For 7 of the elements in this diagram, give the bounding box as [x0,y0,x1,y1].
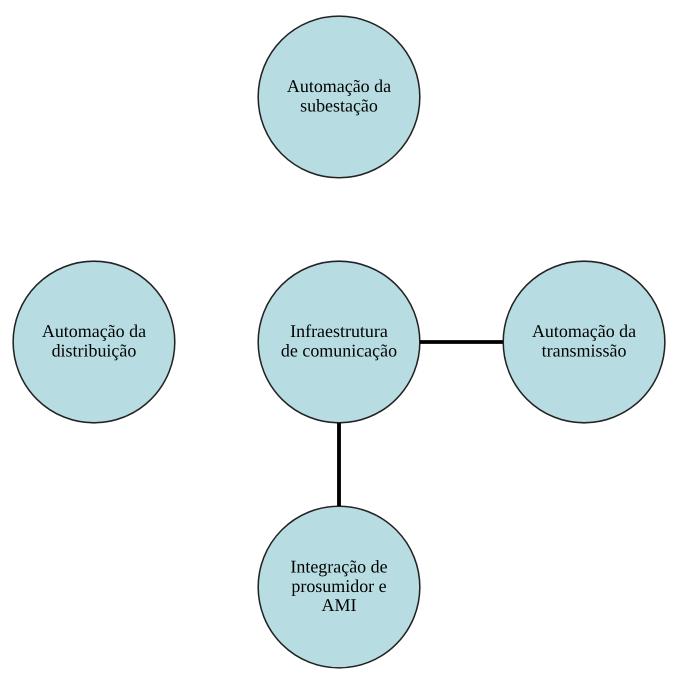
node-circle: Automação da distribuição [12,260,176,424]
node-circle: Integração de prosumidor e AMI [257,504,421,668]
node-circle: Automação da transmissão [502,260,666,424]
node-circle: Infraestrutura de comunicação [257,260,421,424]
connector [337,422,341,506]
connector [420,340,503,344]
node-circle: Automação da subestação [257,14,421,178]
